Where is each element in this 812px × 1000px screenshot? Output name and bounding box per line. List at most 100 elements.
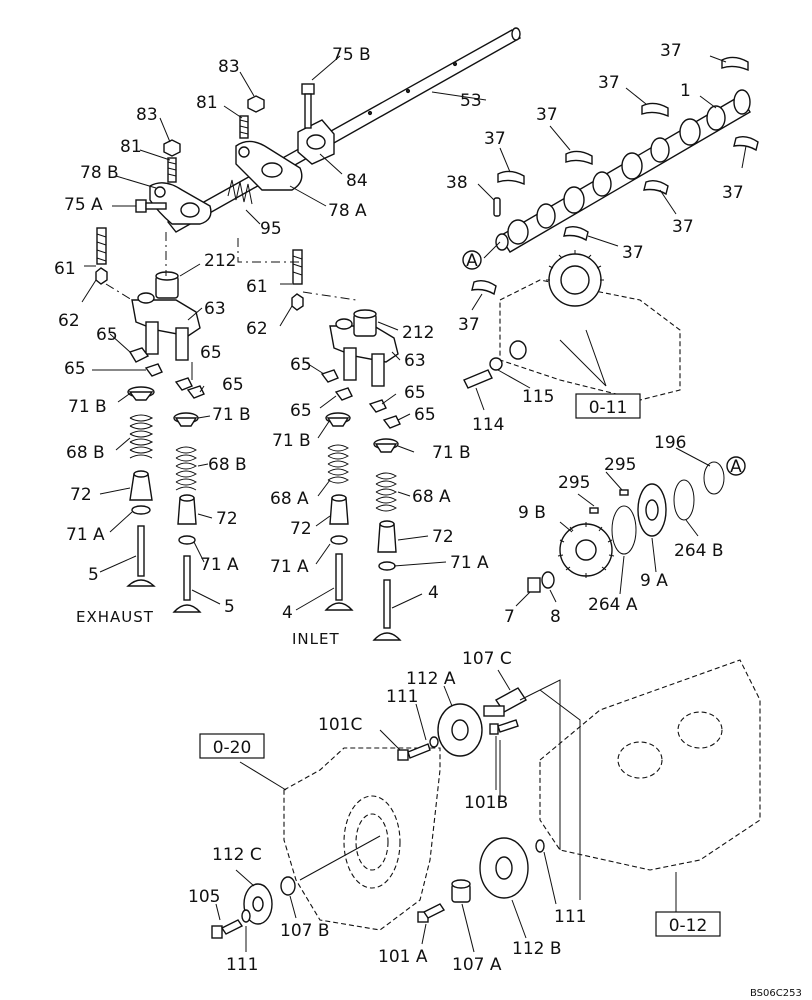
callout-111-a: 111 — [386, 687, 418, 707]
callout-295-a: 295 — [604, 455, 636, 475]
callout-68a-b: 68 A — [412, 487, 451, 507]
camshaft-1 — [495, 89, 751, 253]
pin-38 — [493, 197, 501, 217]
valve-parts-inlet-column-2 — [368, 399, 402, 641]
rocker-arm-63-inlet — [329, 318, 399, 387]
callout-81-lower: 81 — [120, 137, 142, 157]
callout-105: 105 — [188, 887, 220, 907]
callout-9a: 9 A — [640, 571, 668, 591]
gear-9b — [557, 522, 615, 578]
callout-62-inlet: 62 — [246, 319, 268, 339]
callout-101b: 101B — [464, 793, 508, 813]
callout-196: 196 — [654, 433, 686, 453]
callout-65-f: 65 — [290, 401, 312, 421]
callout-65-a: 65 — [96, 325, 118, 345]
idler-gear-112a — [437, 703, 483, 757]
callout-71a-c: 71 A — [270, 557, 309, 577]
callout-7: 7 — [504, 607, 515, 627]
callout-37-c: 37 — [536, 105, 558, 125]
caption-inlet: INLET — [292, 630, 340, 648]
callout-71b-b: 71 B — [212, 405, 251, 425]
bolt-101b — [489, 719, 519, 735]
callout-37-h: 37 — [458, 315, 480, 335]
callout-37-b: 37 — [598, 73, 620, 93]
callout-115: 115 — [522, 387, 554, 407]
valve-parts-exhaust-column-2 — [172, 377, 205, 613]
callout-264b: 264 B — [674, 541, 724, 561]
callout-111-b: 111 — [226, 955, 258, 975]
keys-295 — [589, 489, 629, 514]
bolt-75b — [301, 83, 315, 129]
callout-4-b: 4 — [428, 583, 439, 603]
callout-4-a: 4 — [282, 603, 293, 623]
callout-71b-a: 71 B — [68, 397, 107, 417]
bolt-101c — [397, 736, 439, 761]
reference-box-0-12[interactable]: 0-12 — [655, 911, 721, 937]
rings-264 — [611, 461, 725, 555]
callout-71a-b: 71 A — [200, 555, 239, 575]
assembly-guide-lines — [299, 679, 581, 900]
callout-72-d: 72 — [432, 527, 454, 547]
spring-95 — [227, 179, 253, 205]
callout-107c: 107 C — [462, 649, 512, 669]
svg-text:A: A — [466, 251, 478, 271]
callout-5-a: 5 — [88, 565, 99, 585]
bolt-105-washer-111 — [211, 839, 545, 939]
callout-8: 8 — [550, 607, 561, 627]
callout-264a: 264 A — [588, 595, 638, 615]
callout-212-exhaust: 212 — [204, 251, 236, 271]
callout-5-b: 5 — [224, 597, 235, 617]
callout-212-inlet: 212 — [402, 323, 434, 343]
callout-37-g: 37 — [622, 243, 644, 263]
callout-72-b: 72 — [216, 509, 238, 529]
svg-text:0-11: 0-11 — [589, 398, 628, 418]
callout-61-inlet: 61 — [246, 277, 268, 297]
callout-112b: 112 B — [512, 939, 562, 959]
callout-83-lower: 83 — [136, 105, 158, 125]
callout-71a-a: 71 A — [66, 525, 105, 545]
diagram-code: BS06C253 — [750, 988, 802, 999]
caption-exhaust: EXHAUST — [76, 608, 154, 626]
callout-65-c: 65 — [200, 343, 222, 363]
reference-marker-a-gear: A — [726, 456, 746, 477]
callout-75b: 75 B — [332, 45, 371, 65]
valve-parts-inlet-column-1 — [320, 369, 354, 611]
callout-107a: 107 A — [452, 955, 502, 975]
nut-83-lower — [163, 139, 181, 157]
callout-37-d: 37 — [484, 129, 506, 149]
adjust-screw-61-inlet — [291, 249, 304, 311]
callout-78a: 78 A — [328, 201, 367, 221]
rocker-arm-63-exhaust — [131, 292, 201, 361]
svg-text:A: A — [730, 457, 742, 477]
idler-gear-112b — [479, 837, 529, 899]
cam-bushings-37 — [471, 56, 759, 296]
adjust-screw-61-exhaust — [95, 227, 108, 285]
callout-75a: 75 A — [64, 195, 103, 215]
reference-box-0-11[interactable]: 0-11 — [575, 393, 641, 419]
callout-72-c: 72 — [290, 519, 312, 539]
valve-parts-exhaust-column-1 — [126, 347, 163, 587]
rocker-bracket-78b — [149, 182, 212, 225]
callout-65-b: 65 — [64, 359, 86, 379]
callout-68a-a: 68 A — [270, 489, 309, 509]
svg-text:0-20: 0-20 — [213, 738, 252, 758]
callout-1: 1 — [680, 81, 691, 101]
callout-9b: 9 B — [518, 503, 546, 523]
callout-65-g: 65 — [404, 383, 426, 403]
callout-53: 53 — [460, 91, 482, 111]
callout-37-f: 37 — [672, 217, 694, 237]
callout-37-a: 37 — [660, 41, 682, 61]
bracket-84 — [297, 119, 335, 165]
callout-68b-b: 68 B — [208, 455, 247, 475]
callout-83-upper: 83 — [218, 57, 240, 77]
reference-box-0-20[interactable]: 0-20 — [199, 733, 265, 759]
gear-9a — [637, 483, 667, 537]
callout-111-c: 111 — [554, 907, 586, 927]
callout-81-upper: 81 — [196, 93, 218, 113]
callout-labels: 75 B 83 81 53 83 81 78 B 75 A 84 95 78 A… — [54, 41, 744, 975]
bolt-7-washer-8 — [527, 571, 555, 593]
callout-72-a: 72 — [70, 485, 92, 505]
nut-83-upper — [247, 95, 265, 113]
